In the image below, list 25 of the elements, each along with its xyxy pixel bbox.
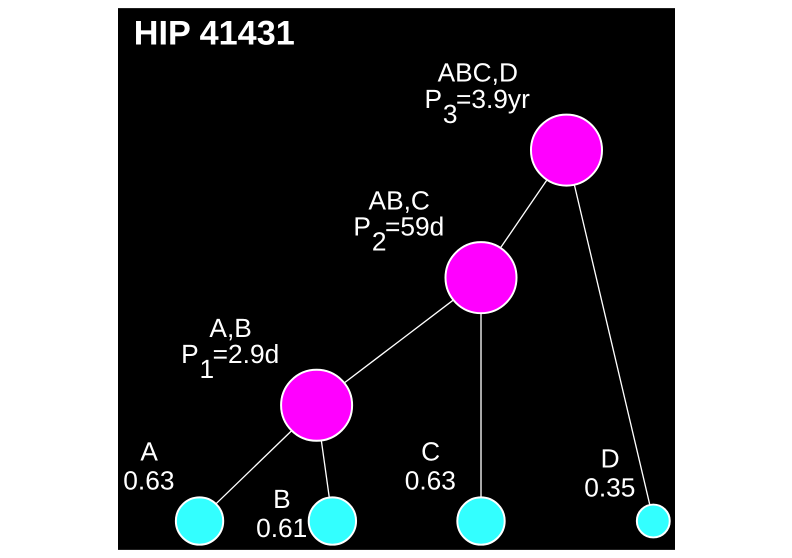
node-circle — [280, 368, 353, 442]
node-label: B — [272, 484, 290, 514]
connector — [320, 440, 330, 498]
node-circle — [635, 504, 670, 538]
connector — [215, 430, 292, 504]
connector — [480, 313, 482, 497]
node-circle — [530, 114, 602, 187]
node-label: 0.63 — [122, 465, 174, 496]
node-label: A,B — [208, 312, 252, 343]
node-label: 0.35 — [584, 472, 635, 503]
connector — [573, 184, 650, 505]
connector — [344, 300, 454, 384]
connector — [500, 180, 547, 248]
diagram-title: HIP 41431 — [133, 14, 294, 53]
node-circle — [307, 496, 357, 546]
node-label: AB,C — [368, 185, 430, 216]
node-label: ABC,D — [437, 58, 518, 88]
node-label: 0.63 — [404, 465, 456, 496]
node-label: 0.61 — [256, 512, 307, 543]
node-circle — [456, 496, 506, 546]
node-circle — [444, 241, 517, 314]
node-label: C — [420, 436, 440, 466]
node-circle — [174, 496, 224, 546]
node-label: A — [140, 436, 158, 466]
node-label: D — [600, 444, 620, 474]
